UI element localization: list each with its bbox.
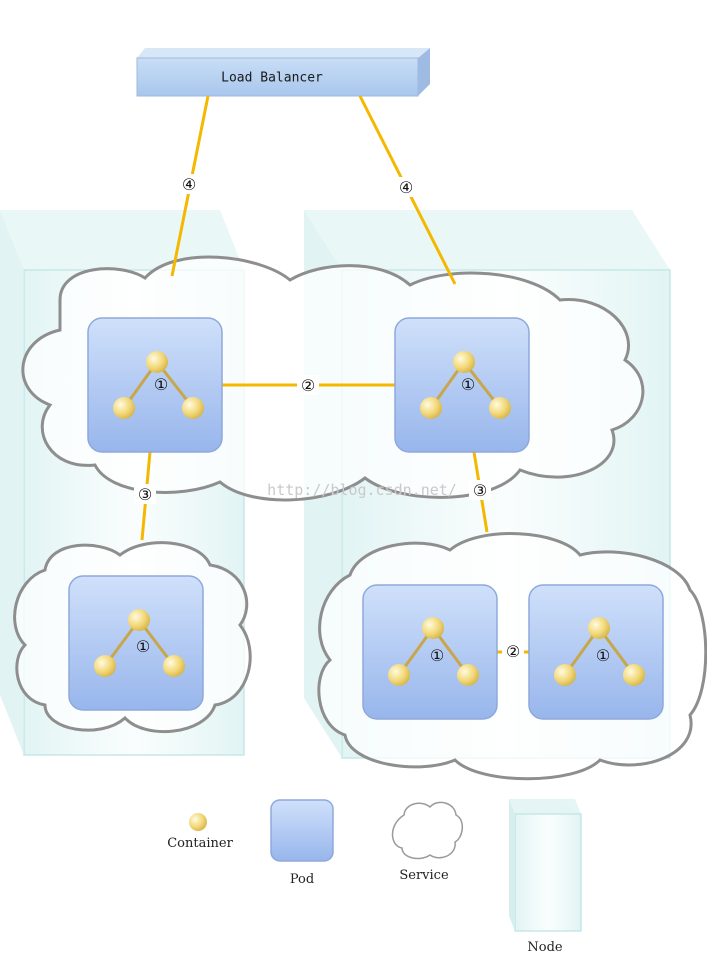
container-ball: [146, 351, 168, 373]
container-ball: [420, 397, 442, 419]
marker-one: ①: [136, 637, 150, 656]
pod-top-right: ①: [394, 317, 530, 453]
marker-one: ①: [430, 646, 444, 665]
link-markers: ④ ④ ② ③ ③ ②: [134, 174, 524, 661]
container-ball: [422, 617, 444, 639]
container-ball: [623, 664, 645, 686]
pod-bottom-middle: ①: [362, 584, 498, 720]
container-ball: [588, 617, 610, 639]
marker-one: ①: [461, 375, 475, 394]
legend: Container Pod Service Node: [167, 799, 582, 955]
watermark: http://blog.csdn.net/: [267, 481, 457, 499]
marker-one: ①: [596, 646, 610, 665]
container-ball: [489, 397, 511, 419]
marker-three-left: ③: [138, 485, 152, 504]
container-ball: [182, 397, 204, 419]
marker-three-right: ③: [473, 481, 487, 500]
legend-node-label: Node: [527, 940, 563, 955]
load-balancer-label: Load Balancer: [221, 71, 323, 86]
pod-bottom-right: ①: [528, 584, 664, 720]
container-ball: [457, 664, 479, 686]
legend-service-icon: [391, 801, 463, 860]
load-balancer: Load Balancer: [136, 48, 430, 97]
legend-node-icon: [509, 799, 582, 932]
container-ball: [113, 397, 135, 419]
legend-pod-icon: [270, 799, 334, 862]
marker-four-right: ④: [399, 178, 413, 197]
marker-four-left: ④: [182, 175, 196, 194]
pod-top-left: ①: [87, 317, 223, 453]
legend-container-label: Container: [167, 836, 233, 851]
legend-service-label: Service: [399, 868, 449, 883]
container-ball: [453, 351, 475, 373]
legend-container-icon: [189, 813, 207, 831]
container-ball: [94, 655, 116, 677]
marker-two-top: ②: [301, 376, 315, 395]
legend-pod-label: Pod: [290, 872, 314, 887]
container-ball: [554, 664, 576, 686]
container-ball: [163, 655, 185, 677]
marker-one: ①: [154, 375, 168, 394]
marker-two-bottom: ②: [506, 642, 520, 661]
pod-bottom-left: ①: [68, 575, 204, 711]
container-ball: [128, 609, 150, 631]
container-ball: [388, 664, 410, 686]
